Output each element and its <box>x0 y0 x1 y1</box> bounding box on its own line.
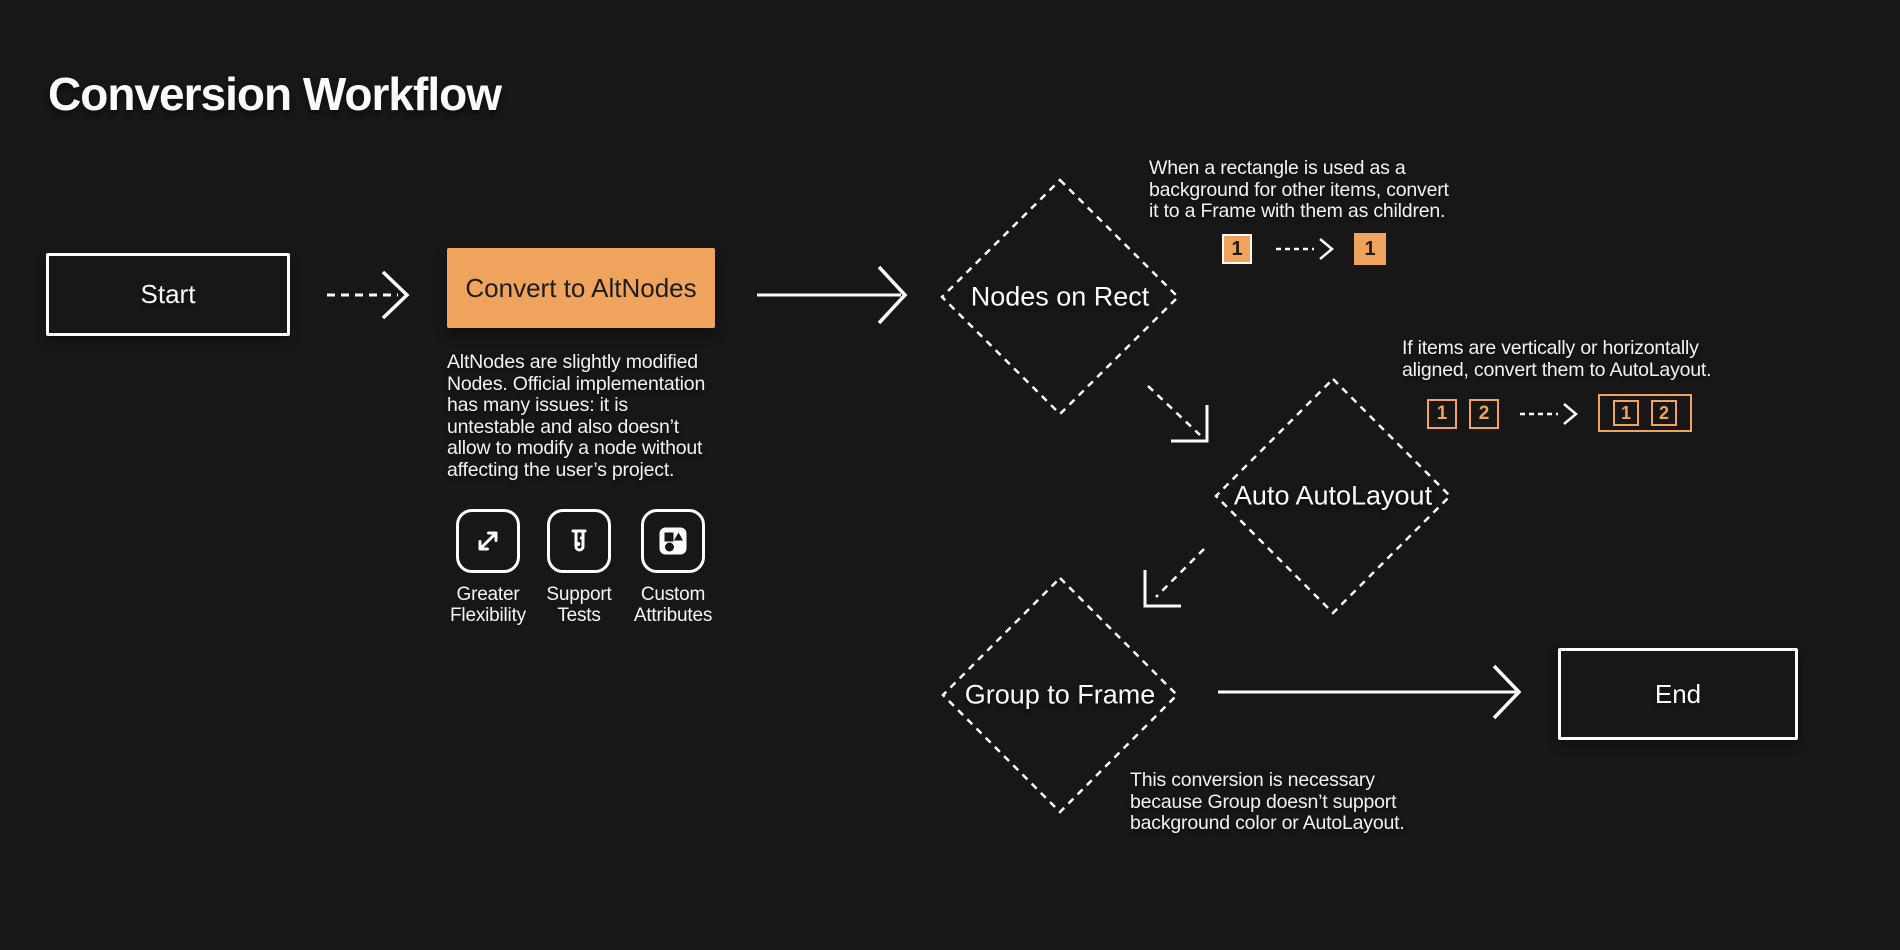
dashed-arrow-nodesonrect-to-autolayout <box>1147 385 1209 443</box>
start-node: Start <box>46 253 290 336</box>
dashed-arrow-start-to-convert <box>327 270 410 320</box>
altnodes-description: AltNodes are slightly modified Nodes. Of… <box>447 351 706 481</box>
feature-support-tests: Support Tests <box>519 509 639 626</box>
arrow-grouptoframe-to-end <box>1218 664 1522 720</box>
test-tube-icon <box>547 509 611 573</box>
nodes-on-rect-note: When a rectangle is used as a background… <box>1149 157 1449 222</box>
dashed-arrow-autolayout-to-grouptoframe <box>1143 548 1205 608</box>
page-title: Conversion Workflow <box>48 67 502 120</box>
dashed-arrow-autolayout-example <box>1520 403 1578 425</box>
rect-before-chip: 1 <box>1222 234 1252 264</box>
auto-autolayout-label: Auto AutoLayout <box>1233 480 1433 511</box>
item-chip-1: 1 <box>1427 399 1457 429</box>
end-node: End <box>1558 648 1798 740</box>
feature-custom-attributes: Custom Attributes <box>613 509 733 626</box>
feature-label: Custom Attributes <box>633 584 713 626</box>
dashed-arrow-rect-example <box>1276 238 1334 260</box>
arrow-convert-to-nodesonrect <box>757 265 908 325</box>
shapes-icon <box>641 509 705 573</box>
item-chip-1: 1 <box>1613 400 1639 426</box>
auto-autolayout-diamond <box>1214 377 1452 615</box>
auto-autolayout-note: If items are vertically or horizontally … <box>1402 337 1712 381</box>
frame-after-chip: 1 <box>1354 233 1386 265</box>
autolayout-group-chip: 1 2 <box>1598 394 1692 432</box>
group-to-frame-diamond <box>941 576 1179 814</box>
feature-label: Greater Flexibility <box>450 584 526 626</box>
convert-to-altnodes-node: Convert to AltNodes <box>447 248 715 328</box>
nodes-on-rect-diamond <box>940 178 1180 416</box>
feature-greater-flexibility: Greater Flexibility <box>428 509 548 626</box>
item-chip-2: 2 <box>1469 399 1499 429</box>
expand-arrows-icon <box>456 509 520 573</box>
feature-label: Support Tests <box>546 584 612 626</box>
nodes-on-rect-label: Nodes on Rect <box>970 281 1150 312</box>
group-to-frame-note: This conversion is necessary because Gro… <box>1130 769 1405 834</box>
group-to-frame-label: Group to Frame <box>964 679 1156 710</box>
item-chip-2: 2 <box>1651 400 1677 426</box>
